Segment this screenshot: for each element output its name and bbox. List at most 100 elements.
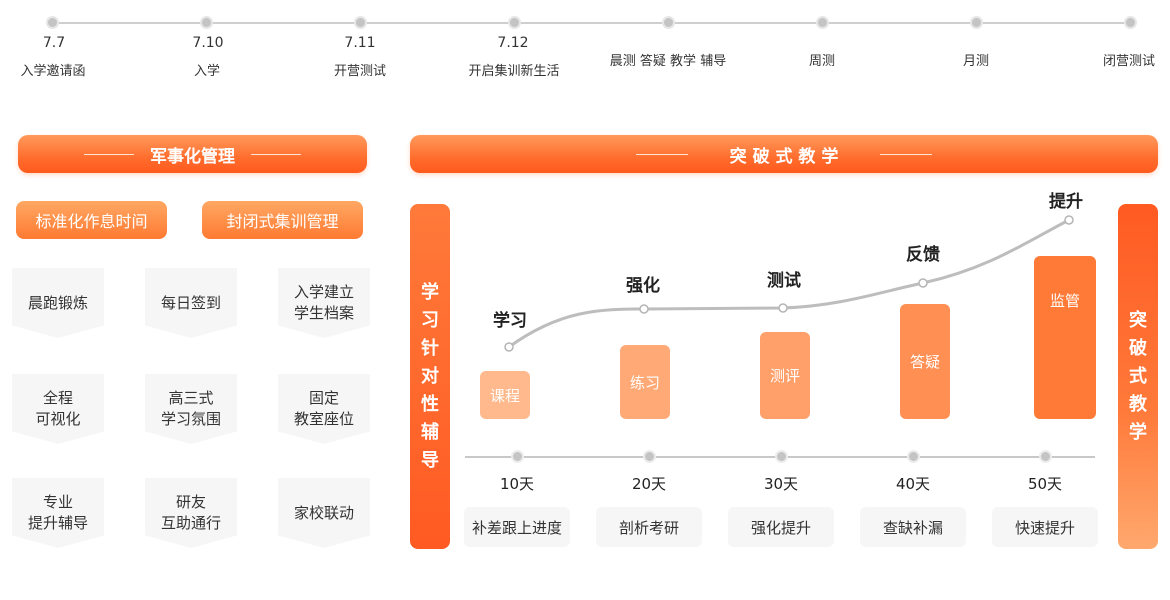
tile-text: 互助通行 bbox=[160, 514, 221, 532]
timeline-dot bbox=[508, 16, 521, 29]
vertical-char: 式 bbox=[1129, 365, 1147, 387]
timeline-date: 7.10 bbox=[192, 35, 224, 51]
axis-dot bbox=[643, 450, 656, 463]
closed-training-pill: 封闭式集训管理 bbox=[202, 201, 363, 239]
day-label: 30天 bbox=[763, 475, 799, 493]
timeline-label: 开启集训新生活 bbox=[468, 64, 560, 79]
course-bar: 课程 bbox=[480, 371, 530, 419]
timeline-dot bbox=[354, 16, 367, 29]
timeline-line bbox=[52, 22, 1130, 24]
management-tile: 研友互助通行 bbox=[145, 478, 237, 548]
management-tile: 固定教室座位 bbox=[278, 374, 370, 444]
vertical-char: 破 bbox=[1129, 337, 1147, 359]
tile-text: 可视化 bbox=[35, 410, 81, 428]
management-tile: 入学建立学生档案 bbox=[278, 268, 370, 338]
tile-text: 学习氛围 bbox=[160, 410, 221, 428]
timeline-dot bbox=[200, 16, 213, 29]
banner-divider bbox=[84, 153, 134, 155]
vertical-char: 学 bbox=[1129, 421, 1147, 443]
curve-point bbox=[918, 278, 928, 288]
timeline-dot bbox=[816, 16, 829, 29]
assessment-bar: 测评 bbox=[760, 332, 810, 419]
breakthrough-teaching-banner: 突 破 式 教 学 bbox=[410, 135, 1158, 173]
timeline-dot bbox=[46, 16, 59, 29]
stage-label: 反馈 bbox=[906, 245, 940, 265]
goal-box: 快速提升 bbox=[992, 507, 1098, 547]
tile-text: 教室座位 bbox=[293, 410, 354, 428]
day-label: 50天 bbox=[1027, 475, 1063, 493]
vertical-char: 学 bbox=[421, 281, 439, 303]
timeline-label: 入学邀请函 bbox=[20, 64, 86, 79]
targeted-tutoring-vertical-label: 学习针对性辅导 bbox=[410, 204, 450, 549]
tile-text: 家校联动 bbox=[293, 503, 354, 522]
timeline-date: 7.12 bbox=[497, 35, 529, 51]
vertical-char: 辅 bbox=[421, 421, 439, 443]
stage-label: 学习 bbox=[493, 311, 527, 331]
curve-point bbox=[504, 342, 514, 352]
timeline-date: 7.7 bbox=[42, 35, 66, 51]
timeline-date: 7.11 bbox=[344, 35, 376, 51]
axis-dot bbox=[511, 450, 524, 463]
banner-title: 军事化管理 bbox=[150, 146, 235, 167]
timeline-dot bbox=[662, 16, 675, 29]
vertical-char: 教 bbox=[1129, 393, 1147, 415]
timeline-dot bbox=[1124, 16, 1137, 29]
timeline-dot bbox=[970, 16, 983, 29]
tile-text: 全程 bbox=[42, 389, 73, 407]
curve-point bbox=[639, 304, 649, 314]
day-label: 20天 bbox=[631, 475, 667, 493]
management-tile: 专业提升辅导 bbox=[12, 478, 104, 548]
standard-schedule-pill: 标准化作息时间 bbox=[16, 201, 167, 239]
management-tile: 高三式学习氛围 bbox=[145, 374, 237, 444]
tile-text: 专业 bbox=[42, 493, 73, 511]
tile-text: 入学建立 bbox=[293, 283, 354, 301]
curve-point bbox=[778, 303, 788, 313]
military-management-banner: 军事化管理 bbox=[18, 135, 367, 173]
tile-text: 高三式 bbox=[168, 389, 214, 407]
practice-bar: 练习 bbox=[620, 345, 670, 419]
banner-divider bbox=[635, 153, 688, 155]
day-label: 40天 bbox=[895, 475, 931, 493]
stage-label: 提升 bbox=[1049, 192, 1083, 212]
goal-box: 查缺补漏 bbox=[860, 507, 966, 547]
tile-text: 提升辅导 bbox=[27, 514, 88, 532]
tile-text: 每日签到 bbox=[160, 293, 221, 312]
tile-text: 学生档案 bbox=[293, 304, 354, 322]
banner-title: 突 破 式 教 学 bbox=[729, 146, 839, 167]
timeline-label: 月测 bbox=[962, 54, 990, 69]
stage-label: 强化 bbox=[626, 276, 660, 296]
axis-dot bbox=[775, 450, 788, 463]
curve-point bbox=[1064, 215, 1074, 225]
vertical-char: 对 bbox=[421, 365, 439, 387]
goal-box: 剖析考研 bbox=[596, 507, 702, 547]
vertical-char: 导 bbox=[421, 449, 439, 471]
banner-divider bbox=[251, 153, 301, 155]
goal-box: 强化提升 bbox=[728, 507, 834, 547]
stage-label: 测试 bbox=[767, 271, 801, 291]
vertical-char: 性 bbox=[421, 393, 439, 415]
management-tile: 全程可视化 bbox=[12, 374, 104, 444]
day-label: 10天 bbox=[499, 475, 535, 493]
vertical-char: 习 bbox=[421, 309, 439, 331]
timeline-label: 开营测试 bbox=[333, 64, 387, 79]
timeline-label: 入学 bbox=[193, 64, 221, 79]
axis-dot bbox=[907, 450, 920, 463]
timeline-label: 闭营测试 bbox=[1102, 54, 1156, 69]
vertical-char: 突 bbox=[1129, 309, 1147, 331]
management-tile: 家校联动 bbox=[278, 478, 370, 548]
axis-dot bbox=[1039, 450, 1052, 463]
goal-box: 补差跟上进度 bbox=[464, 507, 570, 547]
supervision-bar: 监管 bbox=[1034, 256, 1096, 419]
management-tile: 晨跑锻炼 bbox=[12, 268, 104, 338]
breakthrough-vertical-label: 突破式教学 bbox=[1118, 204, 1158, 549]
timeline-label: 晨测 答疑 教学 辅导 bbox=[609, 54, 727, 69]
tile-text: 晨跑锻炼 bbox=[27, 293, 88, 312]
management-tile: 每日签到 bbox=[145, 268, 237, 338]
qa-bar: 答疑 bbox=[900, 304, 950, 419]
vertical-char: 针 bbox=[421, 337, 439, 359]
timeline-label: 周测 bbox=[808, 54, 836, 69]
tile-text: 研友 bbox=[175, 493, 206, 511]
banner-divider bbox=[880, 153, 933, 155]
tile-text: 固定 bbox=[308, 389, 339, 407]
